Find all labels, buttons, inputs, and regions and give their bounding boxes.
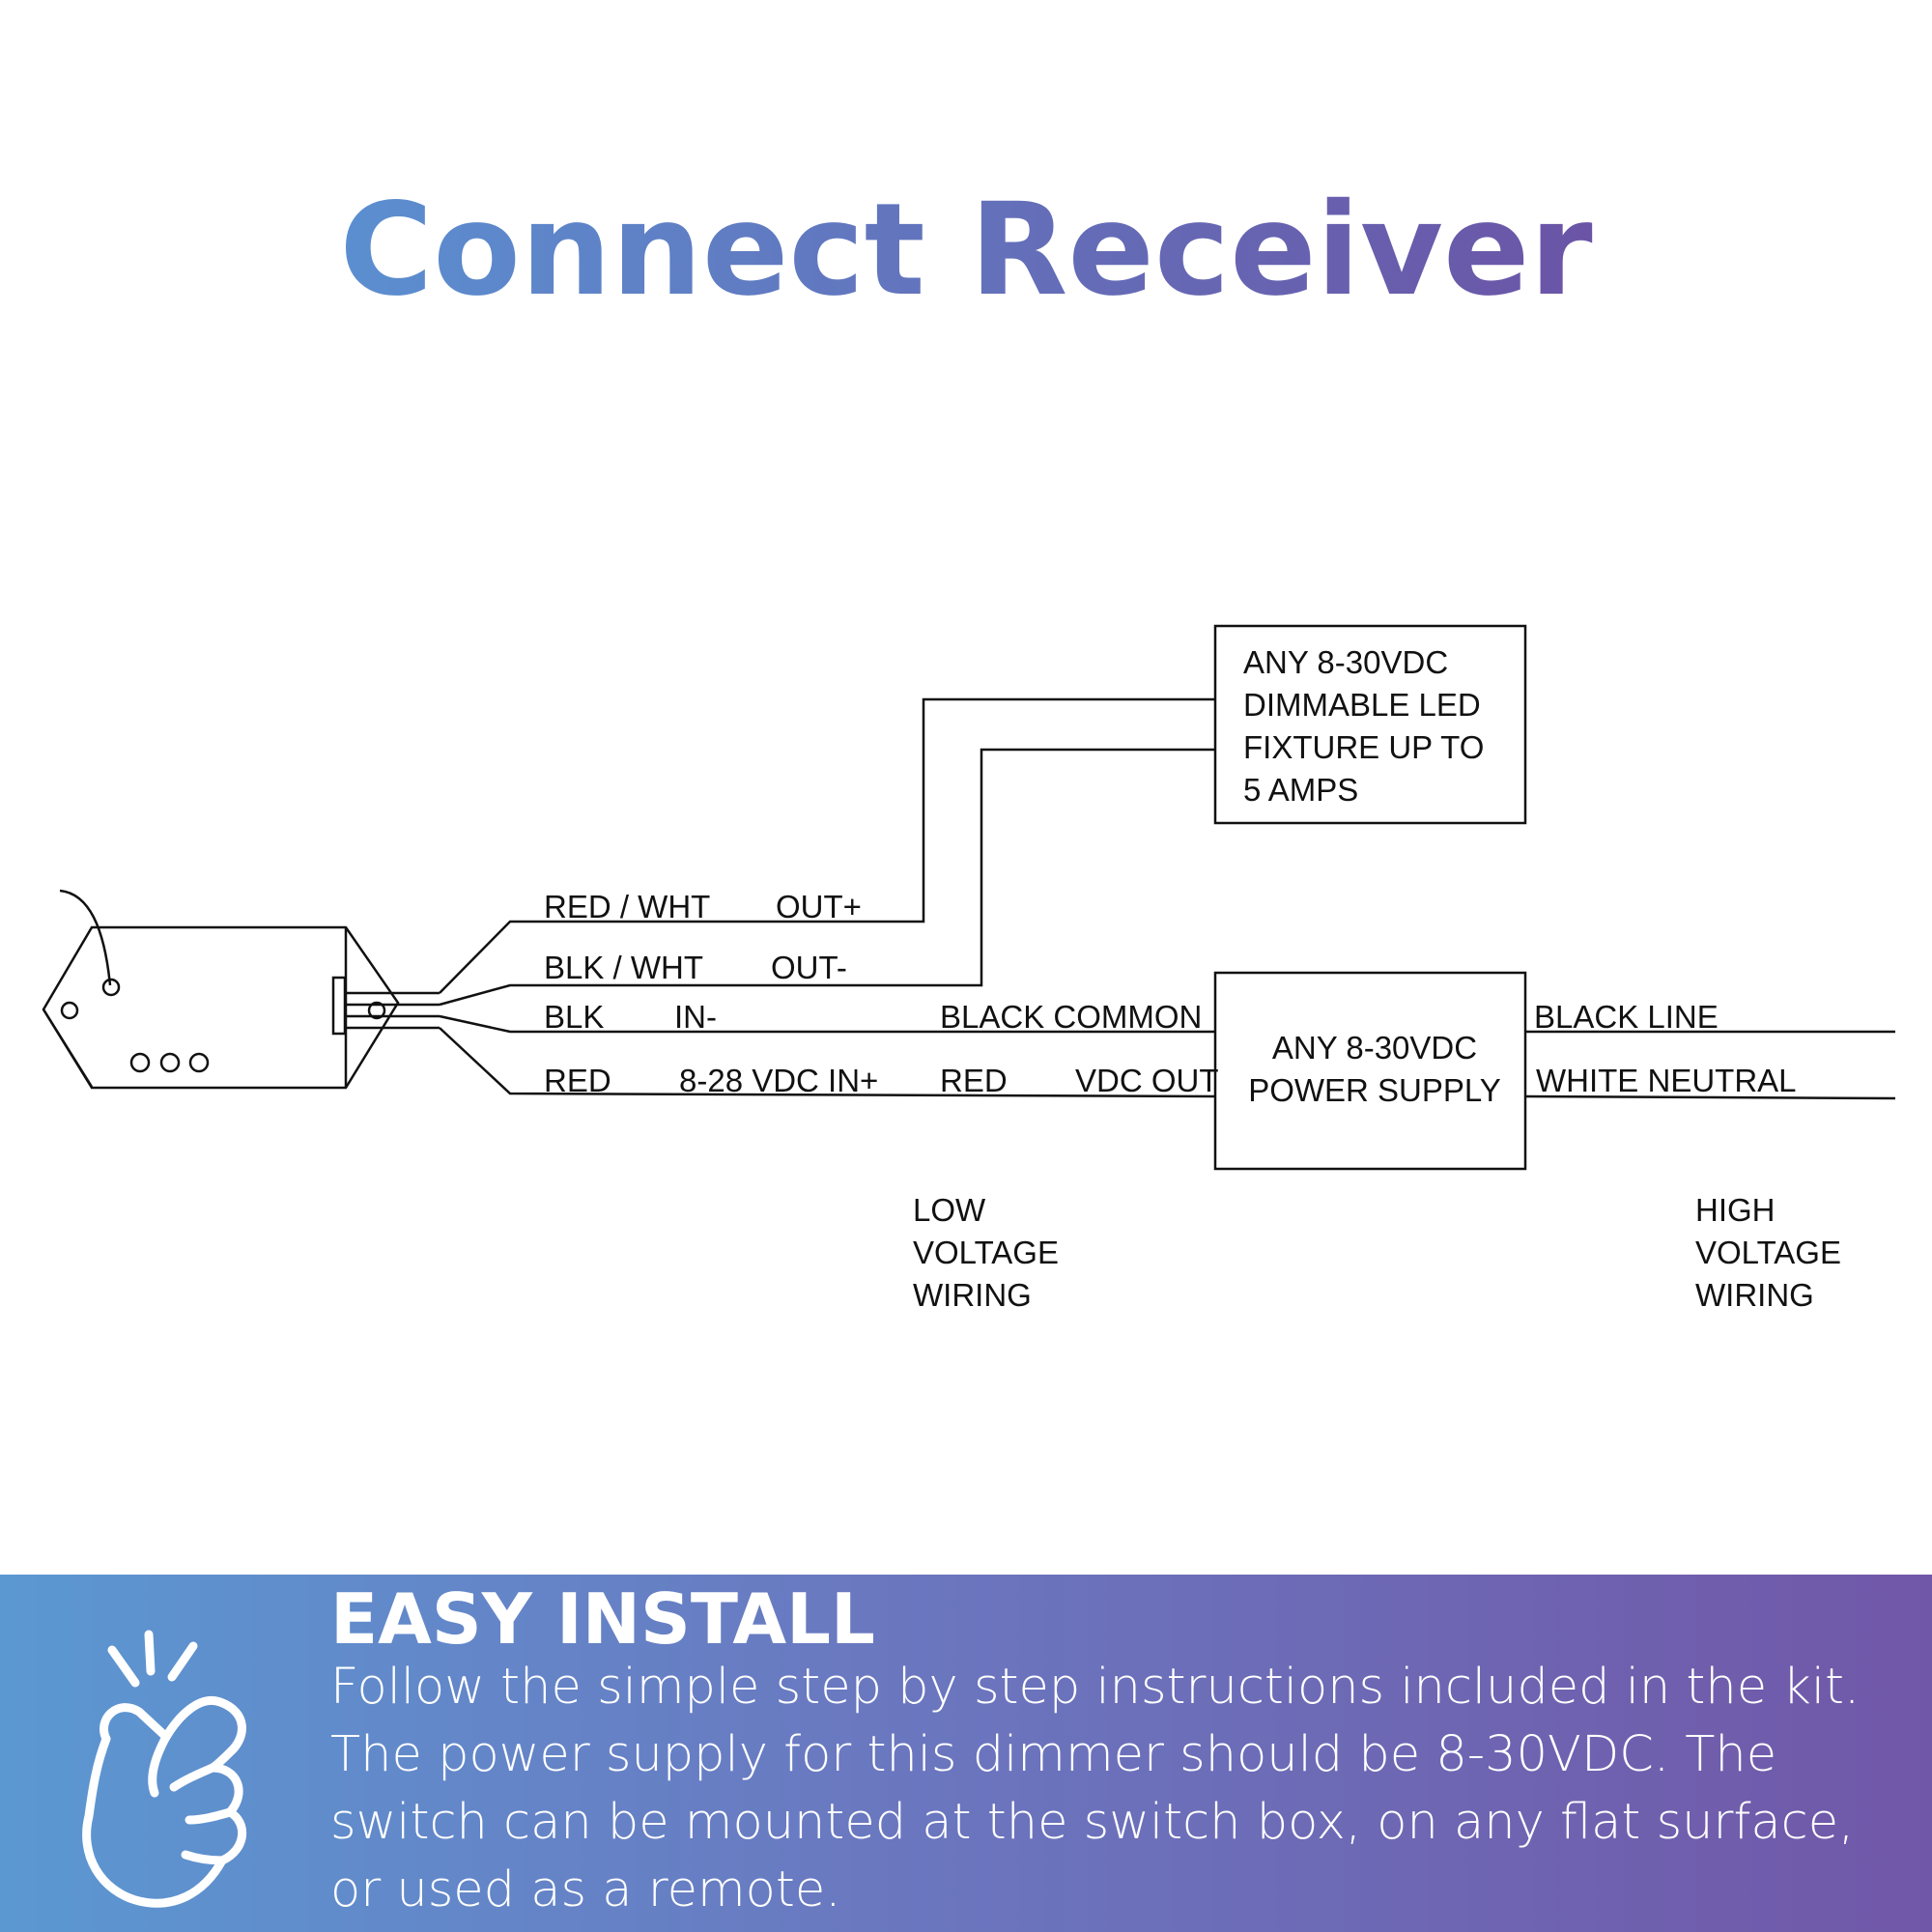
led-dot-1 (129, 1052, 151, 1073)
high-voltage-line-3: WIRING (1695, 1277, 1814, 1313)
mounting-hole-left (60, 1001, 79, 1020)
label-vdc-in: 8-28 VDC IN+ (679, 1063, 878, 1098)
low-voltage-line-3: WIRING (913, 1277, 1032, 1313)
footer-banner (0, 1575, 1932, 1932)
label-vdc-out: VDC OUT (1075, 1063, 1219, 1098)
power-supply-box (1213, 971, 1527, 1171)
low-voltage-line-2: VOLTAGE (913, 1235, 1059, 1270)
antenna (59, 889, 112, 986)
fixture-line-3: FIXTURE UP TO (1243, 729, 1484, 765)
label-out-plus: OUT+ (776, 889, 862, 924)
label-black-line: BLACK LINE (1534, 999, 1719, 1035)
footer-description: Follow the simple step by step instructi… (330, 1654, 1915, 1924)
label-in-minus: IN- (674, 999, 717, 1035)
label-blk-wht: BLK / WHT (544, 950, 703, 985)
high-voltage-line-1: HIGH (1695, 1192, 1776, 1228)
wire-red-wht (439, 697, 1215, 994)
mounting-hole-right (367, 1001, 386, 1020)
wire-blk-wht (439, 748, 1215, 1007)
wiring-diagram: RED / WHT OUT+ BLK / WHT OUT- BLK IN- BL… (42, 624, 1896, 1313)
label-white-neutral: WHITE NEUTRAL (1536, 1063, 1797, 1098)
led-dot-3 (188, 1052, 210, 1073)
fixture-line-1: ANY 8-30VDC (1243, 644, 1448, 680)
wire-white-neutral (1524, 1094, 1896, 1100)
page-title: Connect Receiver (339, 176, 1592, 325)
label-red: RED (544, 1063, 611, 1098)
page-title-text: Connect Receiver (339, 176, 1592, 325)
label-red-wht: RED / WHT (544, 889, 710, 924)
fixture-line-4: 5 AMPS (1243, 772, 1358, 808)
power-line-2: POWER SUPPLY (1248, 1072, 1501, 1108)
wire-blk (439, 1014, 1215, 1034)
diagram-labels: RED / WHT OUT+ BLK / WHT OUT- BLK IN- BL… (544, 644, 1841, 1313)
footer-line-2: The power supply for this dimmer should … (330, 1726, 1777, 1783)
footer-heading: EASY INSTALL (330, 1578, 875, 1660)
connector-block (331, 976, 347, 1036)
footer-line-1: Follow the simple step by step instructi… (330, 1659, 1861, 1716)
antenna-mount (101, 978, 121, 997)
fixture-line-2: DIMMABLE LED (1243, 687, 1481, 723)
power-line-1: ANY 8-30VDC (1272, 1030, 1477, 1065)
label-blk: BLK (544, 999, 604, 1035)
label-red-out: RED (940, 1063, 1008, 1098)
high-voltage-line-2: VOLTAGE (1695, 1235, 1841, 1270)
diagram-lines (42, 624, 1896, 1171)
led-fixture-box (1213, 624, 1527, 825)
hand-snap-icon (82, 1630, 247, 1908)
led-dot-2 (159, 1052, 181, 1073)
label-black-common: BLACK COMMON (940, 999, 1202, 1035)
label-out-minus: OUT- (771, 950, 847, 985)
wire-red (439, 1027, 1216, 1098)
footer-line-3: switch can be mounted at the switch box,… (330, 1794, 1855, 1851)
footer-line-4: or used as a remote. (330, 1861, 841, 1918)
low-voltage-line-1: LOW (913, 1192, 986, 1228)
